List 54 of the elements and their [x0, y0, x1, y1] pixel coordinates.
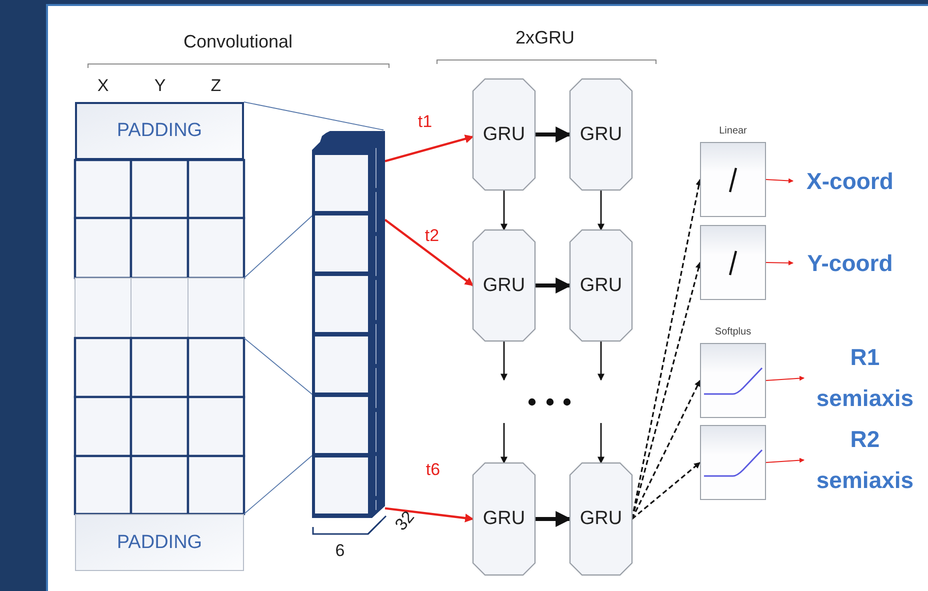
linear-activation-box [700, 142, 766, 217]
gru-label: GRU [482, 124, 526, 146]
axis-name: X [97, 76, 109, 96]
section-title: Convolutional [183, 32, 293, 52]
arrow [500, 341, 508, 381]
axis-name: Z [210, 76, 222, 96]
arrow [631, 380, 701, 520]
arrow [384, 507, 474, 522]
arrow [500, 190, 508, 231]
gru-cell [570, 79, 632, 190]
output-text: R2 semiaxis [815, 425, 915, 495]
arrow [766, 376, 804, 381]
arrow [766, 260, 794, 266]
arrow [500, 423, 508, 464]
section-title: 2xGRU [516, 28, 574, 48]
activation-name: Softplus [714, 326, 752, 338]
gru-label: GRU [580, 508, 622, 530]
dimension-value: 6 [335, 541, 345, 561]
feature-map-stack [312, 130, 385, 520]
arrow [766, 178, 794, 184]
projection-line [244, 102, 384, 130]
dimension-value: 32 [391, 507, 419, 535]
padding-label: PADDING [116, 532, 202, 554]
gru-cell [473, 230, 535, 341]
arrow [384, 218, 474, 286]
padding-row [75, 514, 244, 571]
axis-name: Y [154, 76, 166, 96]
gru-label: GRU [482, 274, 526, 296]
output-text: Y-coord [807, 248, 893, 278]
arrow [535, 126, 572, 142]
arrow [598, 423, 604, 464]
arrow [535, 278, 572, 294]
gru-cell [473, 79, 535, 190]
arrow [631, 462, 701, 520]
activation-name: Linear [719, 126, 747, 136]
arrow [598, 341, 604, 381]
gru-label: GRU [580, 274, 622, 296]
projection-line [244, 455, 312, 514]
padding-row [75, 102, 244, 160]
gru-label: GRU [580, 124, 622, 146]
output-text: X-coord [806, 166, 894, 196]
gru-cell [473, 463, 535, 575]
linear-activation-box [700, 225, 766, 300]
padding-label: PADDING [116, 120, 202, 142]
output-text: R1 semiaxis [815, 343, 915, 413]
arrow [766, 458, 804, 463]
softplus-activation-box [700, 343, 766, 418]
gru-cell [570, 463, 632, 575]
gru-cell [570, 230, 632, 341]
arrow [384, 134, 474, 162]
gru-label: GRU [482, 508, 526, 530]
arrow [535, 511, 572, 527]
arrow [598, 190, 604, 231]
softplus-activation-box [700, 425, 766, 500]
